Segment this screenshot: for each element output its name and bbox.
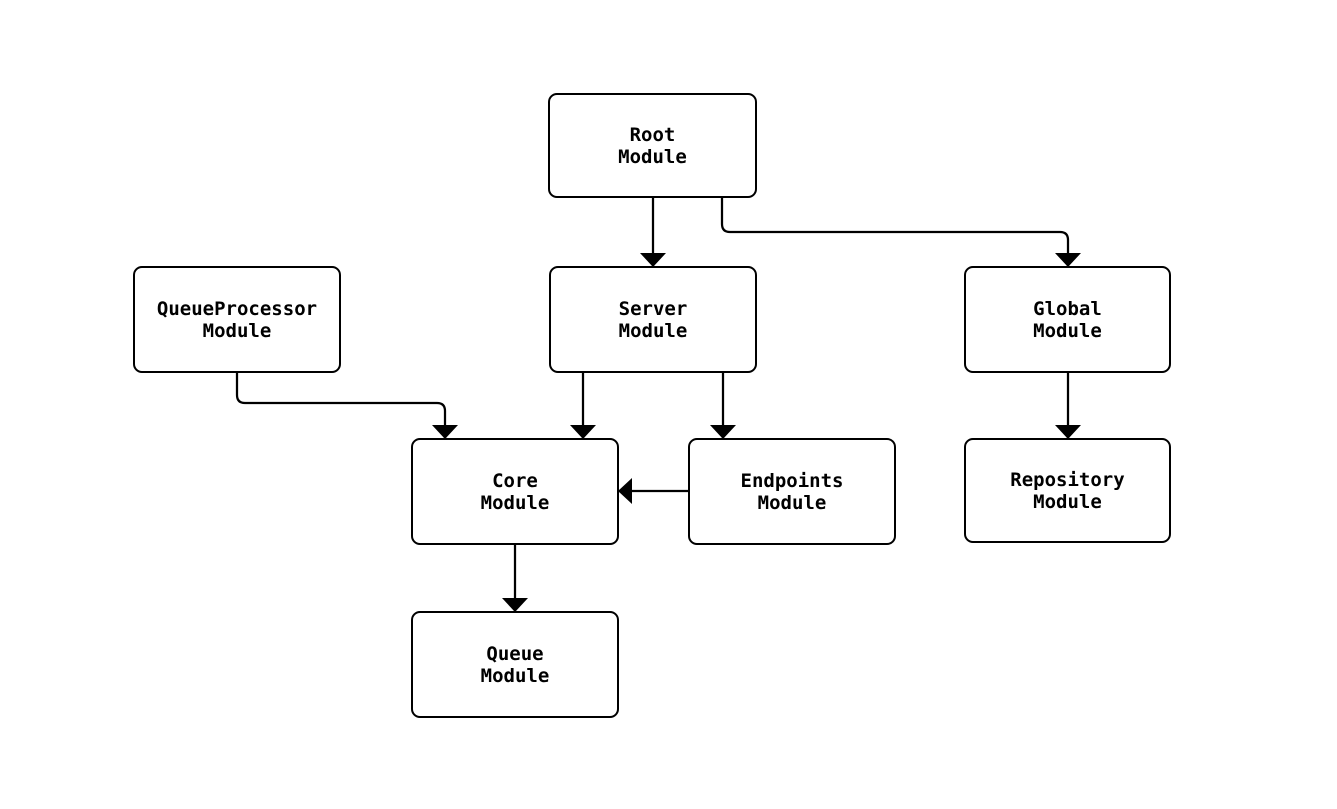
node-global-label-line1: Global (1033, 297, 1102, 320)
node-global-label-line2: Module (1033, 319, 1102, 342)
node-root-label-line2: Module (618, 145, 687, 168)
node-queueprocessor-label-line2: Module (202, 319, 272, 342)
node-server-module: Server Module (549, 266, 757, 373)
node-root-module: Root Module (548, 93, 757, 198)
node-queue-label-line2: Module (480, 664, 550, 687)
node-queue-label-line1: Queue (486, 642, 544, 665)
node-server-label-line1: Server (618, 297, 688, 320)
node-queueprocessor-label-line1: QueueProcessor (156, 297, 318, 320)
node-endpoints-module: Endpoints Module (688, 438, 896, 545)
edge-root-global (720, 198, 1081, 267)
node-endpoints-label-line2: Module (757, 491, 827, 514)
node-core-label-line2: Module (480, 491, 550, 514)
node-server-label-line2: Module (618, 319, 688, 342)
node-global-module: Global Module (964, 266, 1171, 373)
node-queueprocessor-module: QueueProcessor Module (133, 266, 341, 373)
node-repository-label-line2: Module (1033, 490, 1102, 513)
node-queue-module: Queue Module (411, 611, 619, 718)
edge-queueprocessor-core (235, 373, 458, 439)
node-root-label-line1: Root (629, 123, 676, 146)
node-repository-module: Repository Module (964, 438, 1171, 543)
node-endpoints-label-line1: Endpoints (740, 469, 844, 492)
node-core-module: Core Module (411, 438, 619, 545)
node-core-label-line1: Core (492, 469, 538, 492)
node-repository-label-line1: Repository (1010, 468, 1125, 491)
